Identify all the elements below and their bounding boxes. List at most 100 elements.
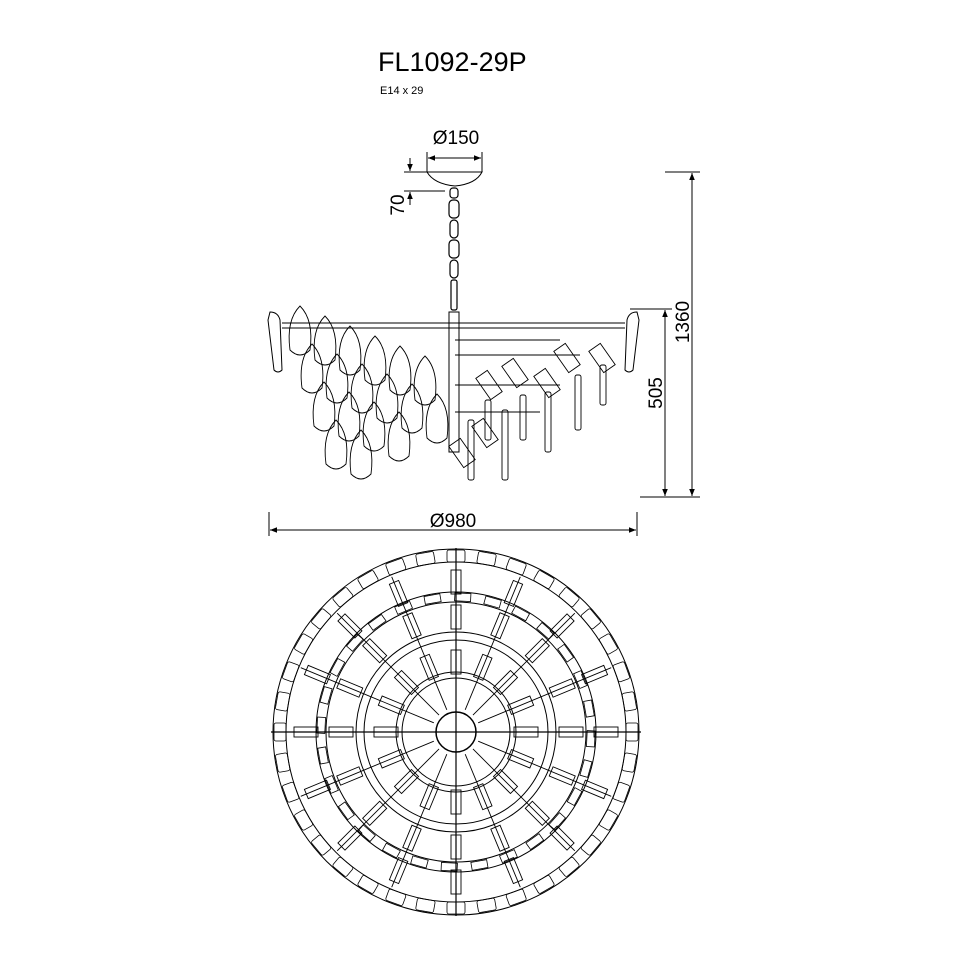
- spoke-socket: [303, 779, 332, 800]
- spoke: [391, 754, 448, 888]
- center-column: [448, 311, 460, 453]
- rim-crystal: [311, 834, 332, 856]
- rim-crystal: [332, 856, 354, 877]
- inner-rim-crystal: [367, 613, 387, 631]
- leaf-crystal: [338, 325, 362, 376]
- spoke-socket: [450, 649, 462, 675]
- spoke-socket: [419, 783, 440, 811]
- spoke-socket: [558, 726, 584, 738]
- spoke-socket: [328, 726, 354, 738]
- inner-rim-crystal: [483, 595, 502, 609]
- rim-crystal: [533, 570, 555, 589]
- lamp-socket: [588, 342, 616, 374]
- rim-crystal: [599, 809, 618, 831]
- spoke: [464, 754, 521, 888]
- canopy-height-label: 70: [388, 194, 409, 215]
- spoke-socket: [337, 613, 363, 639]
- spoke-socket: [419, 653, 440, 681]
- suspension-chain: [448, 187, 460, 311]
- spoke-socket: [524, 638, 550, 664]
- rim-crystal: [357, 875, 379, 894]
- rim-crystal: [446, 549, 466, 563]
- spoke-socket: [336, 678, 364, 698]
- rim-crystal: [580, 608, 601, 630]
- rim-crystal: [558, 587, 580, 608]
- inner-rim-crystal: [423, 593, 442, 605]
- inner-rim-crystal: [345, 633, 364, 652]
- leaf-crystal: [312, 381, 336, 432]
- inner-rim-crystal: [410, 855, 429, 869]
- rim-crystal: [273, 722, 287, 742]
- pendant-bar: [501, 409, 509, 481]
- leaf-crystal: [400, 383, 424, 434]
- rim-crystal: [612, 661, 630, 683]
- spoke-socket: [377, 748, 405, 769]
- spoke-socket: [362, 638, 388, 664]
- spoke-socket: [402, 824, 422, 852]
- spoke-socket: [507, 748, 535, 769]
- rim-crystal: [612, 781, 630, 803]
- inner-rim-crystal: [454, 592, 472, 602]
- inner-rim-crystal: [470, 859, 489, 871]
- spoke-socket: [293, 726, 319, 738]
- spoke-socket: [507, 695, 535, 716]
- pendant-bar: [544, 391, 552, 453]
- inner-rim-crystal: [317, 746, 329, 765]
- side-crystal-pendants: [448, 342, 616, 481]
- top-view-spokes: [288, 564, 624, 900]
- spoke-socket: [303, 664, 332, 685]
- lamp-socket: [475, 369, 503, 401]
- leaf-crystal: [313, 315, 337, 366]
- inner-rim-crystal: [583, 699, 595, 718]
- rim-crystal: [332, 587, 354, 608]
- dimension-canopy-diameter: [426, 152, 483, 172]
- spoke-socket: [377, 695, 405, 716]
- spoke-socket: [472, 783, 493, 811]
- inner-rim-crystal: [337, 801, 355, 821]
- rim-crystal: [415, 551, 436, 567]
- spoke-socket: [549, 825, 575, 851]
- spoke-socket: [492, 669, 519, 696]
- dimension-body-diameter: [268, 512, 638, 536]
- leaf-crystal: [413, 355, 437, 406]
- spoke-socket: [513, 726, 539, 738]
- rim-crystal: [599, 633, 618, 655]
- side-crystal-leaves: [288, 305, 449, 480]
- canopy: [426, 171, 483, 187]
- spoke-socket: [450, 789, 462, 815]
- leaf-crystal: [324, 419, 348, 470]
- rim-crystal: [275, 752, 291, 773]
- rim-crystal: [294, 633, 313, 655]
- total-height-label: 1360: [673, 301, 694, 343]
- leaf-crystal: [375, 373, 399, 424]
- spoke-socket: [524, 800, 550, 826]
- leaf-crystal: [388, 345, 412, 396]
- rim-crystal: [415, 897, 436, 913]
- leaf-crystal: [350, 363, 374, 414]
- inner-rim-crystal: [557, 643, 575, 663]
- dimension-body-height: [630, 308, 672, 496]
- spoke-socket: [336, 766, 364, 786]
- inner-rim-crystal: [573, 670, 588, 690]
- spoke: [478, 740, 612, 797]
- side-view: [267, 171, 640, 453]
- rim-crystal: [476, 551, 497, 567]
- inner-rim-crystal: [440, 862, 458, 872]
- spoke-socket: [373, 726, 399, 738]
- lamp-spec: E14 x 29: [380, 85, 424, 97]
- spoke: [472, 748, 576, 852]
- spoke-socket: [450, 834, 462, 860]
- inner-rim-crystal: [525, 833, 545, 851]
- rim-crystal: [580, 834, 601, 856]
- inner-rim-crystal: [586, 730, 596, 748]
- spoke-socket: [503, 579, 524, 608]
- leaf-crystal: [288, 305, 312, 356]
- inner-rim-crystal: [329, 657, 346, 677]
- rim-crystal: [282, 661, 300, 683]
- body-diameter-label: Ø980: [430, 511, 476, 532]
- leaf-crystal: [387, 411, 411, 462]
- leaf-crystal: [363, 335, 387, 386]
- inner-rim-crystal: [319, 686, 333, 705]
- inner-rim-crystal: [324, 774, 339, 794]
